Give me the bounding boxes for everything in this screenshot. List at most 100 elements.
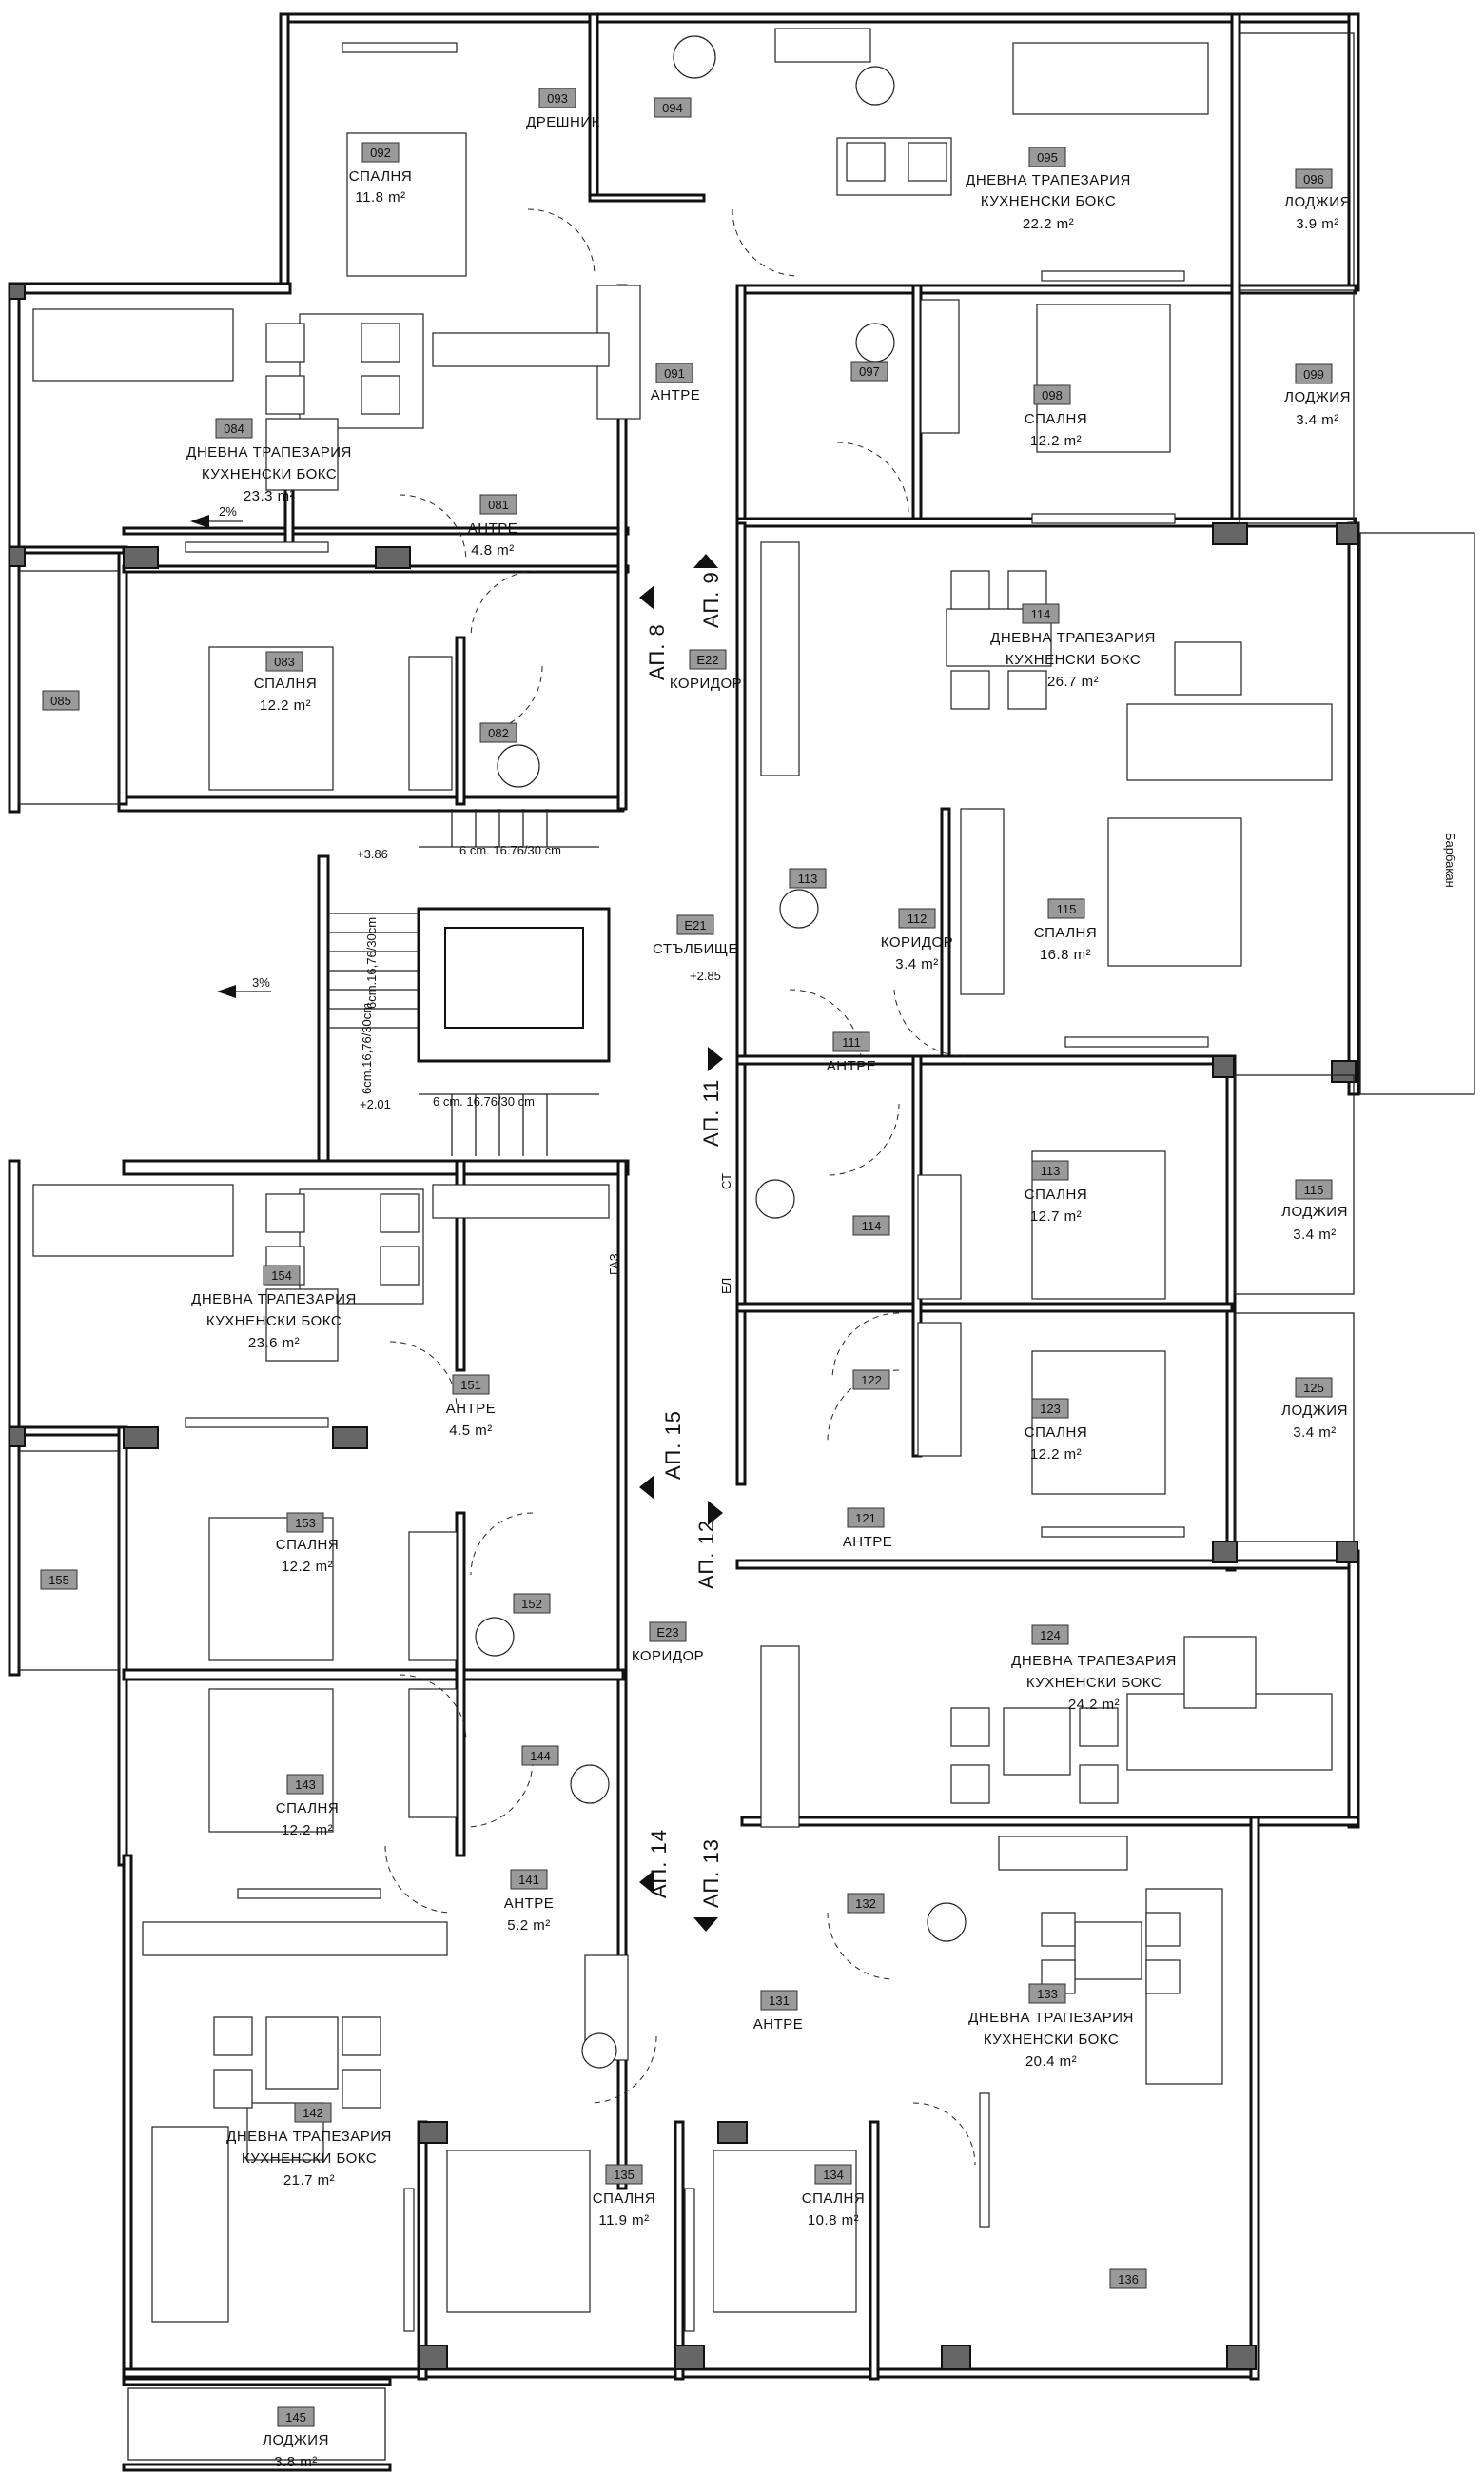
apartment-label: АП. 9 [699, 571, 723, 628]
room-area: 4.5 m² [449, 1423, 493, 1439]
room-name: СПАЛНЯ [254, 676, 317, 692]
el-label: ЕЛ [719, 1278, 733, 1294]
room-name: ДРЕШНИК [526, 114, 600, 130]
room-number: 134 [823, 2168, 844, 2182]
room-name: СПАЛНЯ [1025, 1187, 1087, 1203]
arrow-icon [190, 515, 209, 528]
slope-label: 3% [252, 975, 270, 990]
room-number: 153 [295, 1516, 316, 1530]
room-number: 122 [861, 1373, 882, 1387]
room-area: 11.8 m² [355, 189, 405, 206]
room-name: АНТРЕ [827, 1058, 877, 1074]
room-name: ДНЕВНА ТРАПЕЗАРИЯ [990, 630, 1156, 646]
room-number: 143 [295, 1777, 316, 1792]
room-tag [361, 142, 400, 163]
room-name: СПАЛНЯ [1025, 411, 1087, 427]
room-name: ДНЕВНА ТРАПЕЗАРИЯ [1011, 1653, 1177, 1669]
room-number: 131 [769, 1993, 790, 2008]
room-area: 23.6 m² [248, 1335, 300, 1351]
arrow-icon [693, 1917, 718, 1932]
room-number: 092 [370, 146, 391, 160]
st-label: СТ [719, 1173, 733, 1189]
room-name: АНТРЕ [753, 2016, 804, 2032]
arrow-icon [217, 985, 236, 998]
room-number: 145 [285, 2410, 306, 2425]
room-number: 094 [662, 101, 683, 115]
stairs [328, 809, 599, 1156]
room-name: ЛОДЖИЯ [1281, 1403, 1348, 1419]
room-area: 3.4 m² [1293, 1424, 1337, 1441]
room-number: 135 [614, 2168, 635, 2182]
room-name-2: КУХНЕНСКИ БОКС [206, 1313, 342, 1329]
arrow-icon [708, 1501, 723, 1525]
room-area: 26.7 m² [1047, 674, 1099, 690]
apartment-labels: АП. 8 АП. 9 АП. 11 АП. 15 АП. 12 АП. 14 … [639, 554, 723, 1932]
room-area: 12.2 m² [1030, 1446, 1082, 1463]
room-number: E21 [684, 918, 706, 933]
room-name: АНТРЕ [504, 1895, 555, 1912]
room-name: КОРИДОР [632, 1648, 704, 1664]
room-name: СПАЛНЯ [802, 2190, 865, 2207]
room-number: 144 [530, 1749, 551, 1763]
stair-label: 6 cm. 16.76/30 cm [459, 843, 561, 857]
level-label: +2.01 [360, 1097, 391, 1111]
room-name: АНТРЕ [446, 1401, 497, 1417]
room-area: 4.8 m² [471, 542, 515, 559]
apartment-label: АП. 8 [645, 623, 669, 680]
annotations: 2% 3% +3.86 +2.85 +2.01 6 cm. 16.76/30 c… [190, 504, 1457, 1294]
room-number: 093 [547, 91, 568, 106]
room-name: СПАЛНЯ [593, 2190, 655, 2207]
room-name: ДНЕВНА ТРАПЕЗАРИЯ [191, 1291, 357, 1307]
room-number: 081 [488, 498, 509, 512]
room-number: 124 [1040, 1628, 1061, 1642]
arrow-icon [639, 1475, 654, 1500]
room-name: АНТРЕ [468, 520, 518, 537]
room-area: 12.2 m² [282, 1822, 333, 1838]
door-swings [384, 208, 976, 2166]
room-number: 083 [274, 655, 295, 669]
room-number: 098 [1042, 388, 1063, 403]
room-number: 114 [1031, 607, 1051, 621]
room-name: КОРИДОР [670, 676, 742, 692]
room-name: СПАЛНЯ [1034, 925, 1097, 941]
room-name: ЛОДЖИЯ [1284, 389, 1351, 405]
room-area: 12.2 m² [282, 1559, 333, 1575]
room-number: 142 [303, 2106, 323, 2120]
room-number: 152 [521, 1597, 542, 1611]
room-name: СТЪЛБИЩЕ [653, 941, 738, 957]
room-name: ЛОДЖИЯ [1281, 1204, 1348, 1220]
room-area: 24.2 m² [1068, 1697, 1120, 1713]
room-name: СПАЛНЯ [276, 1537, 339, 1553]
room-area: 3.4 m² [1296, 412, 1339, 428]
room-number: 111 [842, 1035, 861, 1050]
room-name: ДНЕВНА ТРАПЕЗАРИЯ [186, 444, 352, 461]
room-area: 23.3 m² [244, 488, 295, 504]
room-number: 097 [859, 364, 880, 379]
room-number: 091 [664, 366, 685, 381]
room-number: 133 [1037, 1987, 1058, 2001]
room-number: 121 [855, 1511, 876, 1525]
room-area: 3.8 m² [274, 2454, 318, 2470]
room-area: 3.9 m² [1296, 216, 1339, 232]
stair-label: 6 cm. 16.76/30 cm [433, 1094, 535, 1109]
room-number: 113 [798, 872, 818, 886]
barbakan-label: Барбакан [1443, 833, 1457, 888]
room-number: 084 [224, 422, 244, 436]
room-name-2: КУХНЕНСКИ БОКС [981, 193, 1116, 209]
apartment-label: АП. 15 [661, 1410, 685, 1480]
room-name-2: КУХНЕНСКИ БОКС [202, 466, 337, 482]
room-name-2: КУХНЕНСКИ БОКС [1026, 1675, 1162, 1691]
room-area: 21.7 m² [283, 2172, 335, 2189]
level-label: +3.86 [357, 847, 388, 861]
room-number: 113 [1041, 1164, 1061, 1178]
room-number: 136 [1118, 2272, 1139, 2287]
room-name: ЛОДЖИЯ [1284, 194, 1351, 210]
room-number: 115 [1057, 902, 1077, 916]
room-number: 115 [1304, 1183, 1324, 1197]
room-area: 3.4 m² [895, 956, 939, 972]
level-label: +2.85 [690, 969, 721, 983]
furniture [32, 28, 1333, 2323]
stair-label: 6cm.16,76/30cm [364, 917, 379, 1009]
room-number: 085 [50, 694, 71, 708]
